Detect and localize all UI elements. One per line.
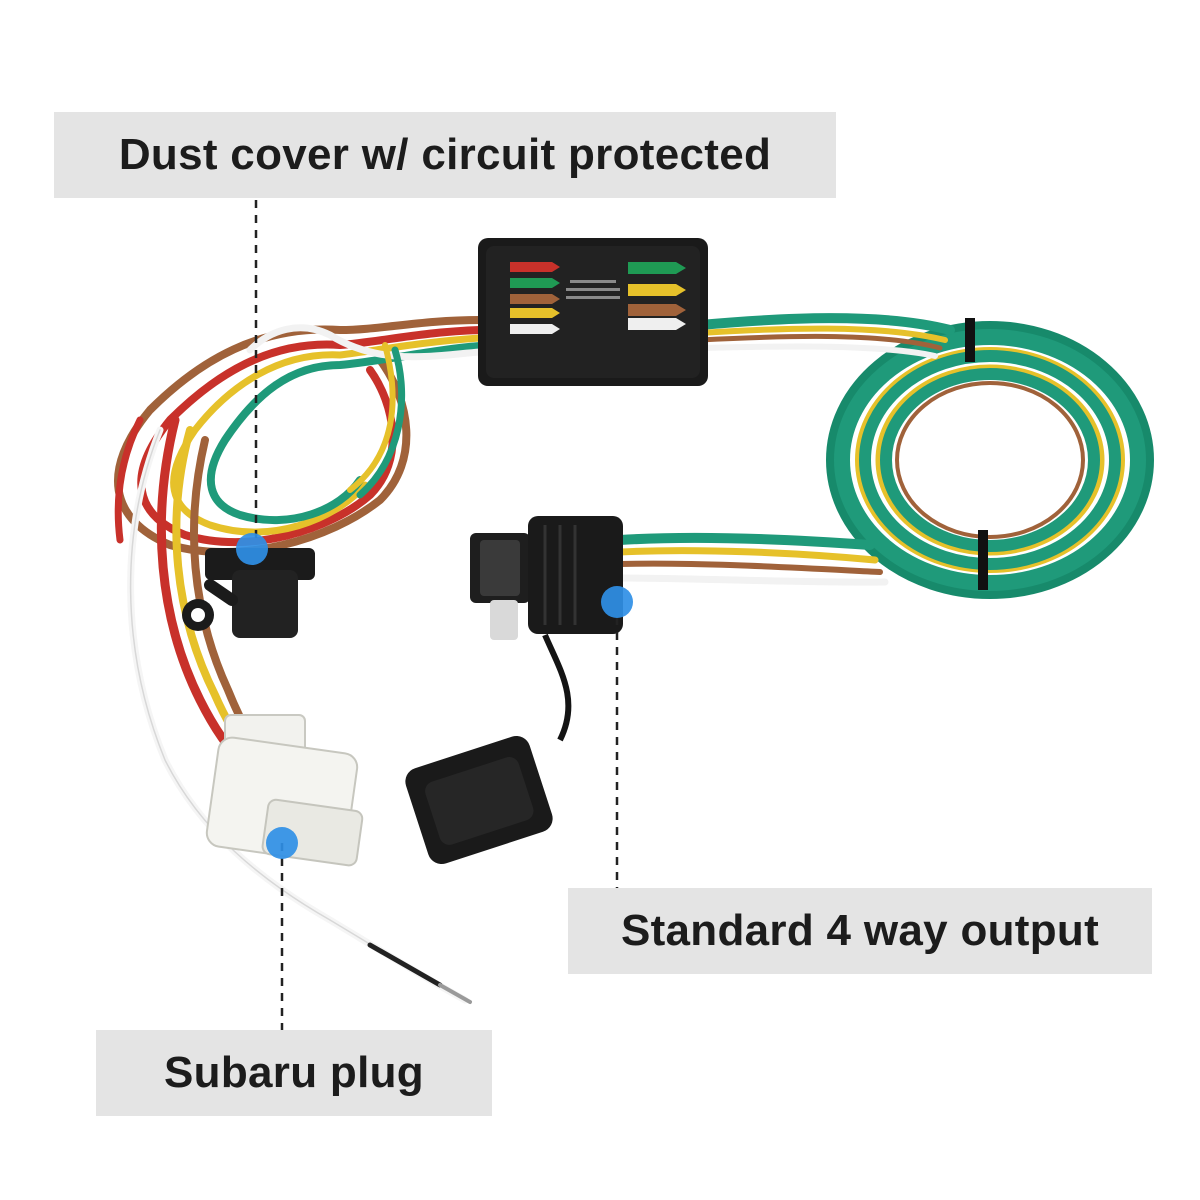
indicator-yellow-left bbox=[510, 308, 560, 318]
marker-subaru bbox=[266, 827, 298, 859]
callout-standard-output: Standard 4 way output bbox=[568, 888, 1152, 974]
box-print bbox=[566, 296, 620, 299]
callout-dust-cover: Dust cover w/ circuit protected bbox=[54, 112, 836, 198]
four-way-connector bbox=[405, 516, 623, 864]
markers bbox=[236, 533, 633, 859]
indicator-white-right bbox=[628, 318, 686, 330]
indicator-red-left bbox=[510, 262, 560, 272]
wire-loop-left bbox=[113, 316, 484, 557]
marker-dust-cover bbox=[236, 533, 268, 565]
wire-coil bbox=[826, 318, 1154, 599]
box-print bbox=[570, 280, 616, 283]
cable-tie-bottom bbox=[978, 530, 988, 590]
indicator-green-right bbox=[628, 262, 686, 274]
indicator-green-left bbox=[510, 278, 560, 288]
leader-lines bbox=[254, 200, 619, 1030]
indicator-brown-left bbox=[510, 294, 560, 304]
wires-coil-to-output bbox=[615, 532, 889, 586]
wires-box-to-coil bbox=[695, 313, 955, 359]
callout-subaru-plug: Subaru plug bbox=[96, 1030, 492, 1116]
indicator-white-left bbox=[510, 324, 560, 334]
wires-to-subaru-plug bbox=[114, 415, 472, 1004]
indicator-yellow-right bbox=[628, 284, 686, 296]
box-print bbox=[566, 288, 620, 291]
converter-box bbox=[478, 238, 708, 386]
cable-tie-top bbox=[965, 318, 975, 362]
marker-output bbox=[601, 586, 633, 618]
dust-cover-fuse-holder bbox=[182, 548, 315, 638]
indicator-brown-right bbox=[628, 304, 686, 316]
